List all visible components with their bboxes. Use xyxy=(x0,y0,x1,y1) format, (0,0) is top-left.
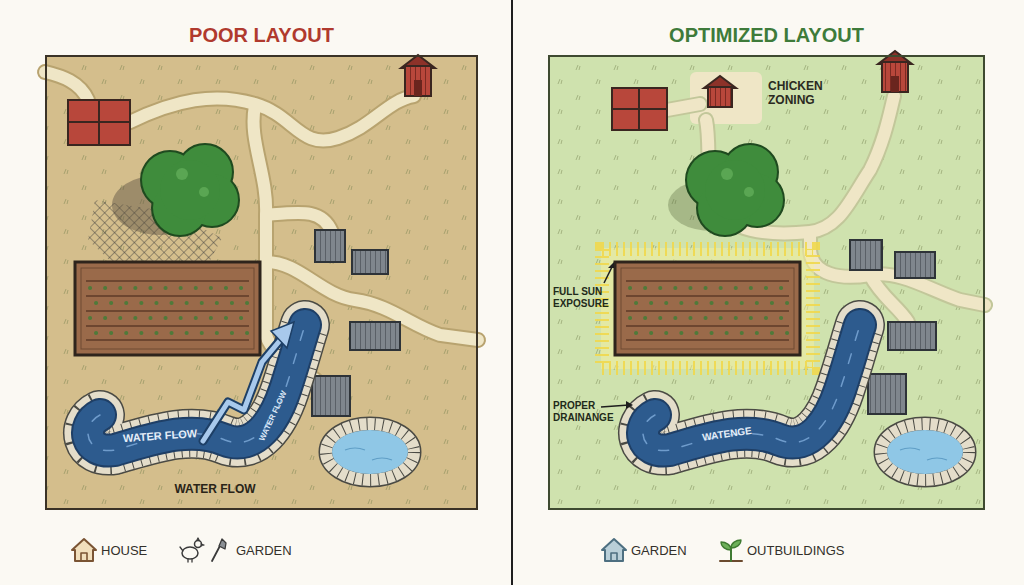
zone-callout: CHICKEN ZONING xyxy=(768,80,842,108)
legend-entry: HOUSE xyxy=(101,543,147,558)
stream-label: WATENGE xyxy=(702,425,753,443)
optimized-layout-map xyxy=(548,51,985,510)
panel-title: OPTIMIZED LAYOUT xyxy=(550,24,983,47)
legend-entry: GARDEN xyxy=(631,543,687,558)
legend-label: HOUSE xyxy=(101,543,147,558)
zone-callout: PROPER DRAINANGE xyxy=(553,400,621,423)
zone-callout: FULL SUN EXPOSURE xyxy=(553,286,621,309)
legend-label: OUTBUILDINGS xyxy=(747,543,845,558)
legend-label: GARDEN xyxy=(631,543,687,558)
map-note: WATER FLOW xyxy=(174,483,255,497)
legend-entry: OUTBUILDINGS xyxy=(747,543,845,558)
flow-arrow-label: WATER FLOW xyxy=(257,390,288,443)
legend-label: GARDEN xyxy=(236,543,292,558)
poor-layout-map xyxy=(45,55,478,510)
stream-label: WATER FLOW xyxy=(122,427,197,445)
panel-title: POOR LAYOUT xyxy=(47,24,476,47)
legend-entry: GARDEN xyxy=(236,543,292,558)
map-panel: POOR LAYOUT xyxy=(45,55,478,510)
legend-icons xyxy=(72,538,742,562)
map-panel: OPTIMIZED LAYOUT xyxy=(548,55,985,510)
